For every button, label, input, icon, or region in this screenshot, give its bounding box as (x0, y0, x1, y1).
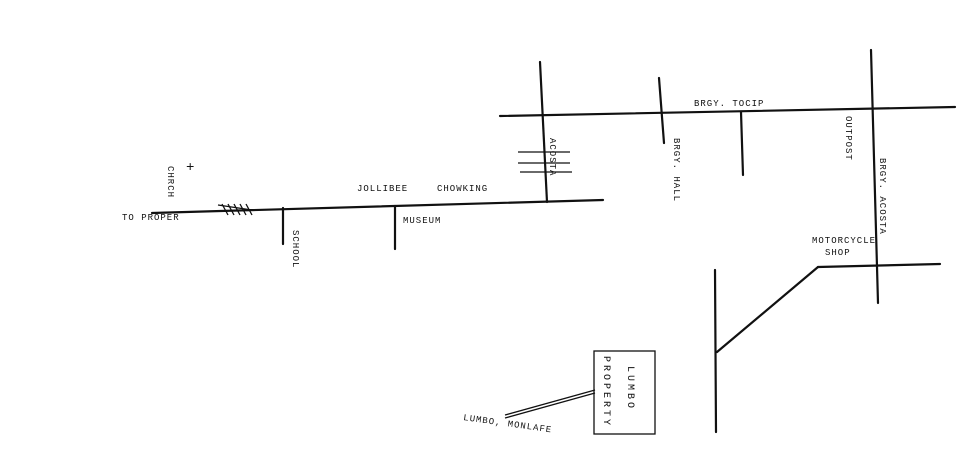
acosta-road (538, 60, 549, 204)
label-chowking: CHOWKING (437, 184, 488, 194)
acosta-crossing-hatch (518, 151, 572, 173)
label-property: PROPERTY (600, 356, 611, 428)
label-to-proper: TO PROPER (122, 213, 180, 223)
lumbo-property-box (593, 350, 656, 435)
diagonal-road (715, 265, 820, 354)
lumbo-leader-line (504, 389, 596, 419)
lower-vertical-road (713, 268, 718, 434)
label-lumbo-monlafe: LUMBO, MONLAFE (463, 413, 553, 435)
church-cross-icon: + (186, 160, 195, 176)
label-acosta: ACOSTA (547, 138, 557, 176)
brgy-acosta-road (869, 48, 880, 305)
tocip-road (498, 105, 957, 118)
tocip-side-road (739, 110, 745, 177)
label-lumbo: LUMBO (624, 366, 635, 411)
label-museum: MUSEUM (403, 216, 441, 226)
label-brgy-hall: BRGY. HALL (671, 138, 681, 202)
label-outpost: OUTPOST (843, 116, 853, 161)
label-school: SCHOOL (290, 230, 300, 268)
label-motorcycle-shop-line1: MOTORCYCLE (812, 236, 876, 246)
main-road (150, 198, 605, 215)
label-brgy-tocip: BRGY. TOCIP (694, 99, 764, 109)
label-motorcycle-shop-line2: SHOP (825, 248, 851, 258)
brgy-hall-road (657, 76, 666, 145)
label-brgy-acosta: BRGY. ACOSTA (877, 158, 887, 235)
label-church: CHRCH (165, 166, 175, 198)
label-jollibee: JOLLIBEE (357, 184, 408, 194)
rail-crossing-hatch (217, 203, 253, 216)
motorcycle-shop-road (816, 262, 942, 269)
